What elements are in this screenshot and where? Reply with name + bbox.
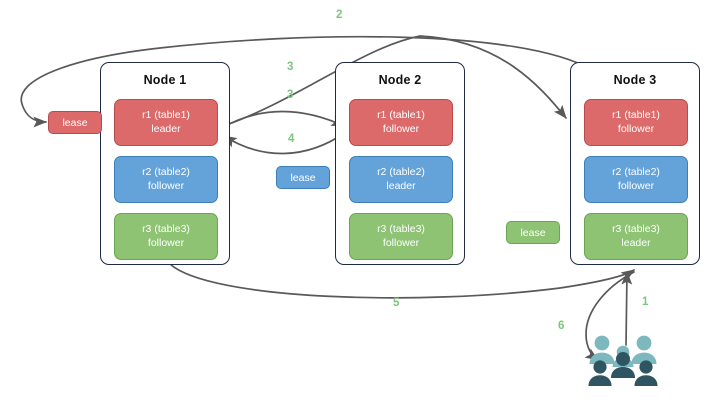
edge-4-ack-node1 [223, 131, 347, 155]
step-label-3b: 3 [287, 89, 294, 101]
replica-role: leader [386, 179, 416, 192]
replica-name: r1 (table1) [377, 109, 425, 121]
replica-name: r3 (table3) [612, 223, 660, 235]
replica-chip-n1-r1[interactable]: r1 (table1) leader [114, 99, 218, 146]
node-container-3[interactable]: Node 3 r1 (table1) follower r2 (table2) … [570, 62, 700, 265]
step-label-3a: 3 [287, 61, 294, 73]
replica-role: follower [617, 122, 655, 135]
step-label-5: 5 [393, 297, 400, 309]
replica-name: r1 (table1) [142, 109, 190, 121]
node-title: Node 3 [613, 73, 657, 87]
step-label-1: 1 [642, 296, 649, 308]
replica-role: leader [621, 236, 651, 249]
replica-chip-n2-r2[interactable]: r2 (table2) leader [349, 156, 453, 203]
node-container-2[interactable]: Node 2 r1 (table1) follower r2 (table2) … [335, 62, 465, 265]
replica-role: follower [382, 236, 420, 249]
lease-label: lease [290, 171, 316, 184]
users-icon [588, 335, 658, 386]
lease-badge-table1[interactable]: lease [48, 111, 102, 134]
replica-name: r2 (table2) [612, 166, 660, 178]
step-label-2: 2 [336, 9, 343, 21]
replica-name: r2 (table2) [377, 166, 425, 178]
replica-name: r3 (table3) [377, 223, 425, 235]
lease-label: lease [520, 226, 546, 239]
node-container-1[interactable]: Node 1 r1 (table1) leader r2 (table2) fo… [100, 62, 230, 265]
replica-chip-n2-r3[interactable]: r3 (table3) follower [349, 213, 453, 260]
edge-5-response-path [169, 263, 635, 299]
replica-chip-n1-r2[interactable]: r2 (table2) follower [114, 156, 218, 203]
step-label-4: 4 [288, 133, 295, 145]
replica-role: follower [382, 122, 420, 135]
edge-3-replicate-node2 [217, 110, 345, 131]
replica-name: r2 (table2) [142, 166, 190, 178]
replica-role: follower [147, 179, 185, 192]
replica-chip-n3-r1[interactable]: r1 (table1) follower [584, 99, 688, 146]
node-title: Node 2 [378, 73, 422, 87]
lease-label: lease [62, 116, 88, 129]
replica-chip-n3-r2[interactable]: r2 (table2) follower [584, 156, 688, 203]
replica-role: leader [151, 122, 181, 135]
replica-role: follower [147, 236, 185, 249]
replica-chip-n3-r3[interactable]: r3 (table3) leader [584, 213, 688, 260]
lease-badge-table2[interactable]: lease [276, 166, 330, 189]
lease-badge-table3[interactable]: lease [506, 221, 560, 244]
replica-chip-n1-r3[interactable]: r3 (table3) follower [114, 213, 218, 260]
step-label-6: 6 [558, 320, 565, 332]
node-title: Node 1 [143, 73, 187, 87]
replica-name: r1 (table1) [612, 109, 660, 121]
replica-chip-n2-r1[interactable]: r1 (table1) follower [349, 99, 453, 146]
replica-name: r3 (table3) [142, 223, 190, 235]
replica-role: follower [617, 179, 655, 192]
